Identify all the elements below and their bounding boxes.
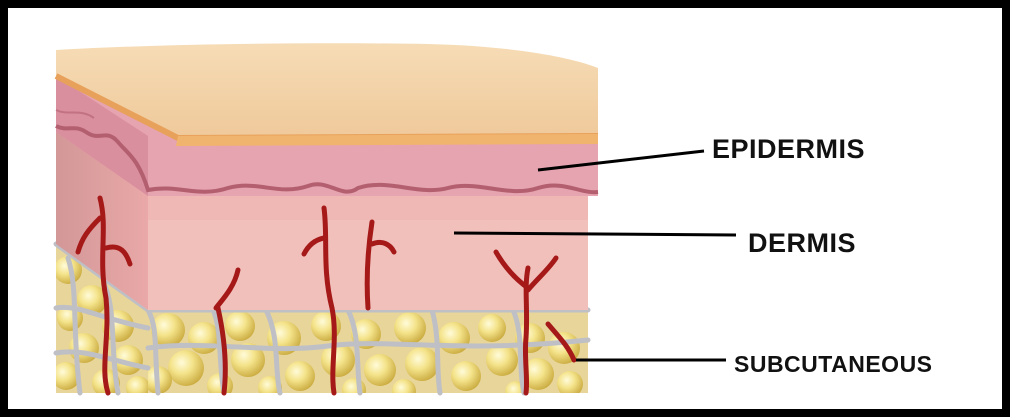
skin-cross-section	[8, 8, 1002, 409]
subcutaneous-label: SUBCUTANEOUS	[734, 351, 933, 378]
dermis-leader-line	[454, 233, 736, 235]
dermis-label: DERMIS	[748, 228, 856, 259]
epidermis-label: EPIDERMIS	[712, 134, 865, 165]
